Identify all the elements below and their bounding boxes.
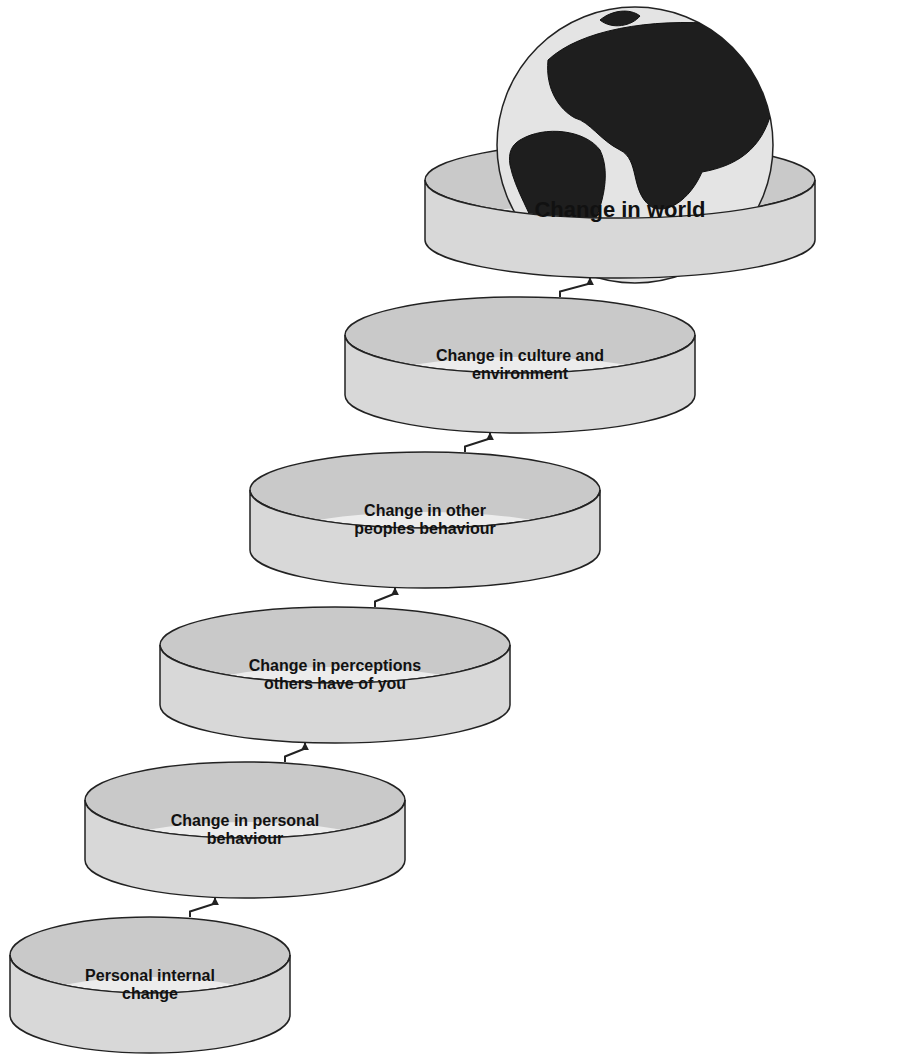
ribbon-front [10,955,290,1053]
ribbon-front [425,180,815,278]
ribbon-ring: Change in world [425,142,815,278]
flow-arrow [560,278,590,297]
band-label: Change in culture and environment [420,338,620,392]
flow-arrow [375,588,395,607]
ring-text: Change in other peoples behaviour [340,502,510,539]
band-label: Change in personal behaviour [153,803,338,857]
ribbon-front [160,645,510,743]
continent [600,11,640,26]
ring-text: Change in perceptions others have of you [233,657,438,694]
ring-text: Personal internal change [68,967,233,1004]
ribbon-ring: Change in personal behaviour [85,762,405,898]
flow-arrow [285,743,305,762]
band-label: Change in other peoples behaviour [340,493,510,547]
ribbon-front [85,800,405,898]
ribbon-ring: Change in perceptions others have of you [160,607,510,743]
ribbon-front [250,490,600,588]
ribbon-ring: Change in culture and environment [345,297,695,433]
flow-arrow [190,898,215,917]
ribbon-front [345,335,695,433]
ribbon-ring: Change in other peoples behaviour [250,452,600,588]
ring-text: Change in personal behaviour [153,812,338,849]
ribbon-ring: Personal internal change [10,917,290,1053]
band-label: Change in world [505,183,735,237]
band-label: Personal internal change [68,958,233,1012]
flow-arrow [465,433,490,452]
ring-text: Change in world [534,197,705,222]
band-label: Change in perceptions others have of you [233,648,438,702]
ring-text: Change in culture and environment [420,347,620,384]
